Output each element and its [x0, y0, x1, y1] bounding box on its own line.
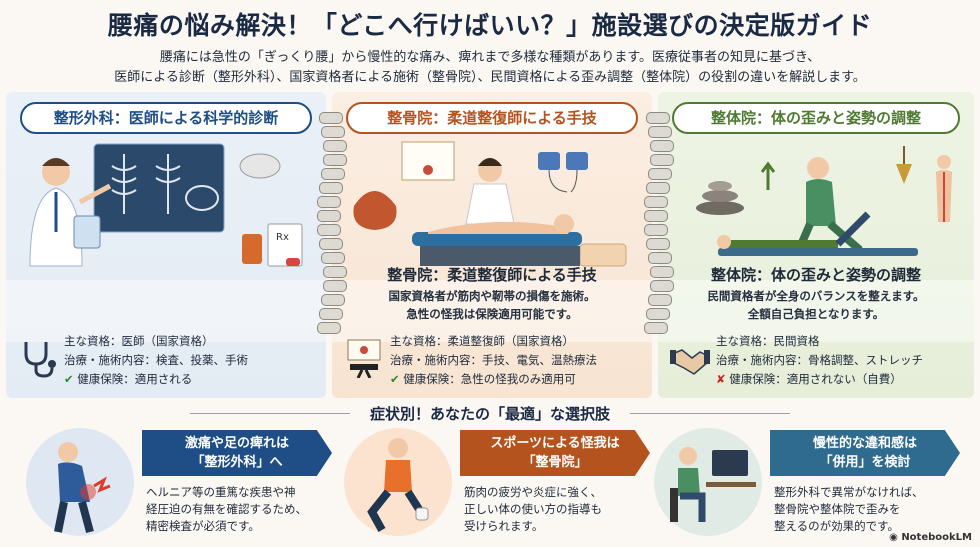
ortho-insurance-row: ✔ 健康保険：適用される — [64, 370, 320, 389]
bone-treatment: 治療・施術内容：手技、電気、温熱療法 — [390, 353, 597, 367]
check-icon: ✔ — [64, 372, 74, 386]
symptom-desc-1-line: 経圧迫の有無を確認するため、 — [146, 502, 307, 516]
symptom-card-3: 慢性的な違和感は 「併用」を検討 整形外科で異常がなければ、 整骨院や整体院で歪… — [652, 426, 972, 544]
seitai-insurance: 健康保険：適用されない（自費） — [729, 372, 902, 386]
seitai-treatment: 治療・施術内容：骨格調整、ストレッチ — [716, 353, 923, 367]
notebooklm-logo: ◉ NotebookLM — [889, 532, 972, 543]
back-pain-figure — [26, 428, 134, 536]
stethoscope-icon — [24, 342, 56, 378]
symptom-desc-1-line: ヘルニア等の重篤な疾患や神 — [146, 485, 296, 499]
check-icon: ✔ — [390, 372, 400, 386]
divider-line — [190, 413, 350, 414]
symptom-tag-1: 激痛や足の痺れは 「整形外科」へ — [142, 430, 332, 476]
cross-icon: ✘ — [716, 372, 726, 386]
doctor-xray-illustration: Rx — [29, 143, 303, 267]
page-title: 腰痛の悩み解決！「どこへ行けばいい？」施設選びの決定版ガイド — [107, 11, 873, 40]
panel-bonesetting-heading: 整骨院：柔道整復師による手技 — [346, 102, 638, 134]
symptom-desc-2-line: 受けられます。 — [464, 519, 544, 533]
panel-orthopedics-info: 主な資格：医師（国家資格） 治療・施術内容：検査、投薬、手術 ✔ 健康保険：適用… — [64, 332, 320, 389]
bonesetting-desc-1: 国家資格者が筋肉や靭帯の損傷を施術。 — [388, 289, 596, 303]
bone-qualification: 主な資格：柔道整復師（国家資格） — [390, 334, 574, 348]
massage-illustration — [353, 141, 627, 267]
panel-orthopedics: 整形外科：医師による科学的診断 Rx 主な資格：医師（国家資格） 治療・施術内容… — [6, 92, 326, 398]
symptom-desc-2-line: 筋肉の疲労や炎症に強く、 — [464, 485, 602, 499]
intro-line-2: 医師による診断（整形外科）、国家資格者による施術（整骨院）、民間資格による歪み調… — [114, 70, 866, 85]
panel-orthopedics-heading: 整形外科：医師による科学的診断 — [20, 102, 312, 134]
symptom-desc-2: 筋肉の疲労や炎症に強く、 正しい体の使い方の指導も 受けられます。 — [464, 484, 664, 535]
panel-bonesetting-band — [332, 280, 652, 342]
seitai-insurance-row: ✘ 健康保険：適用されない（自費） — [716, 370, 968, 389]
symptom-tag-2-line2: 「整骨院」 — [522, 455, 588, 470]
bone-insurance: 健康保険：急性の怪我のみ適用可 — [403, 372, 576, 386]
seitai-desc-1: 民間資格者が全身のバランスを整えます。 — [707, 289, 925, 303]
bonesetting-subtitle: 整骨院：柔道整復師による手技 — [387, 266, 597, 284]
divider-line — [630, 413, 790, 414]
panel-bonesetting-info: 主な資格：柔道整復師（国家資格） 治療・施術内容：手技、電気、温熱療法 ✔ 健康… — [390, 332, 646, 389]
panel-seitai: 整体院：体の歪みと姿勢の調整 整体院：体の歪みと姿勢の調整 民間資格者が全身のバ… — [658, 92, 974, 398]
certificate-belt-icon — [347, 339, 381, 378]
ortho-insurance: 健康保険：適用される — [77, 372, 193, 386]
bone-insurance-row: ✔ 健康保険：急性の怪我のみ適用可 — [390, 370, 646, 389]
bonesetting-desc-2: 急性の怪我は保険適用可能です。 — [406, 307, 578, 321]
symptom-desc-3-line: 整えるのが効果的です。 — [774, 519, 900, 533]
symptom-card-2: スポーツによる怪我は 「整骨院」 筋肉の疲労や炎症に強く、 正しい体の使い方の指… — [342, 426, 652, 544]
symptom-tag-1-line1: 激痛や足の痺れは — [184, 436, 289, 451]
branding-text: NotebookLM — [901, 532, 972, 543]
desk-worker-figure — [654, 428, 762, 536]
symptom-tag-2-line1: スポーツによる怪我は — [490, 436, 620, 451]
symptom-desc-3: 整形外科で異常がなければ、 整骨院や整体院で歪みを 整えるのが効果的です。 — [774, 484, 974, 535]
symptom-tag-3-line1: 慢性的な違和感は — [812, 436, 917, 451]
sports-injury-figure — [344, 428, 452, 536]
panel-bonesetting: 整骨院：柔道整復師による手技 整骨院：柔道整復師による手技 国家資格者が筋肉や靭… — [332, 92, 652, 398]
panel-orthopedics-band — [6, 280, 326, 342]
stretch-illustration — [696, 146, 952, 256]
seitai-subtitle: 整体院：体の歪みと姿勢の調整 — [710, 266, 921, 284]
panel-seitai-info: 主な資格：民間資格 治療・施術内容：骨格調整、ストレッチ ✘ 健康保険：適用され… — [716, 332, 968, 389]
intro-line-1: 腰痛には急性の「ぎっくり腰」から慢性的な痛み、痺れまで多様な種類があります。医療… — [159, 50, 821, 65]
symptom-desc-2-line: 正しい体の使い方の指導も — [464, 502, 602, 516]
symptom-tag-1-line2: 「整形外科」へ — [191, 455, 283, 470]
panel-seitai-heading: 整体院：体の歪みと姿勢の調整 — [672, 102, 960, 134]
symptom-tag-3: 慢性的な違和感は 「併用」を検討 — [770, 430, 960, 476]
symptom-desc-3-line: 整骨院や整体院で歪みを — [774, 502, 901, 516]
seitai-qualification: 主な資格：民間資格 — [716, 334, 820, 348]
symptom-desc-3-line: 整形外科で異常がなければ、 — [774, 485, 924, 499]
spine-divider-right — [642, 112, 674, 392]
seitai-desc-2: 全額自己負担となります。 — [747, 307, 885, 321]
svg-text:Rx: Rx — [276, 232, 289, 243]
symptom-card-1: 激痛や足の痺れは 「整形外科」へ ヘルニア等の重篤な疾患や神 経圧迫の有無を確認… — [24, 426, 334, 544]
symptom-tag-3-line2: 「併用」を検討 — [819, 455, 911, 470]
ortho-qualification: 主な資格：医師（国家資格） — [64, 334, 214, 348]
spine-divider-left — [315, 112, 347, 392]
ortho-treatment: 治療・施術内容：検査、投薬、手術 — [64, 353, 248, 367]
symptom-desc-1-line: 精密検査が必須です。 — [146, 519, 260, 533]
symptom-tag-2: スポーツによる怪我は 「整骨院」 — [460, 430, 650, 476]
handshake-icon — [670, 349, 710, 375]
notebooklm-icon: ◉ — [889, 532, 898, 543]
symptom-desc-1: ヘルニア等の重篤な疾患や神 経圧迫の有無を確認するため、 精密検査が必須です。 — [146, 484, 346, 535]
panel-seitai-band — [658, 280, 974, 342]
symptoms-heading: 症状別！あなたの「最適」な選択肢 — [369, 405, 610, 423]
